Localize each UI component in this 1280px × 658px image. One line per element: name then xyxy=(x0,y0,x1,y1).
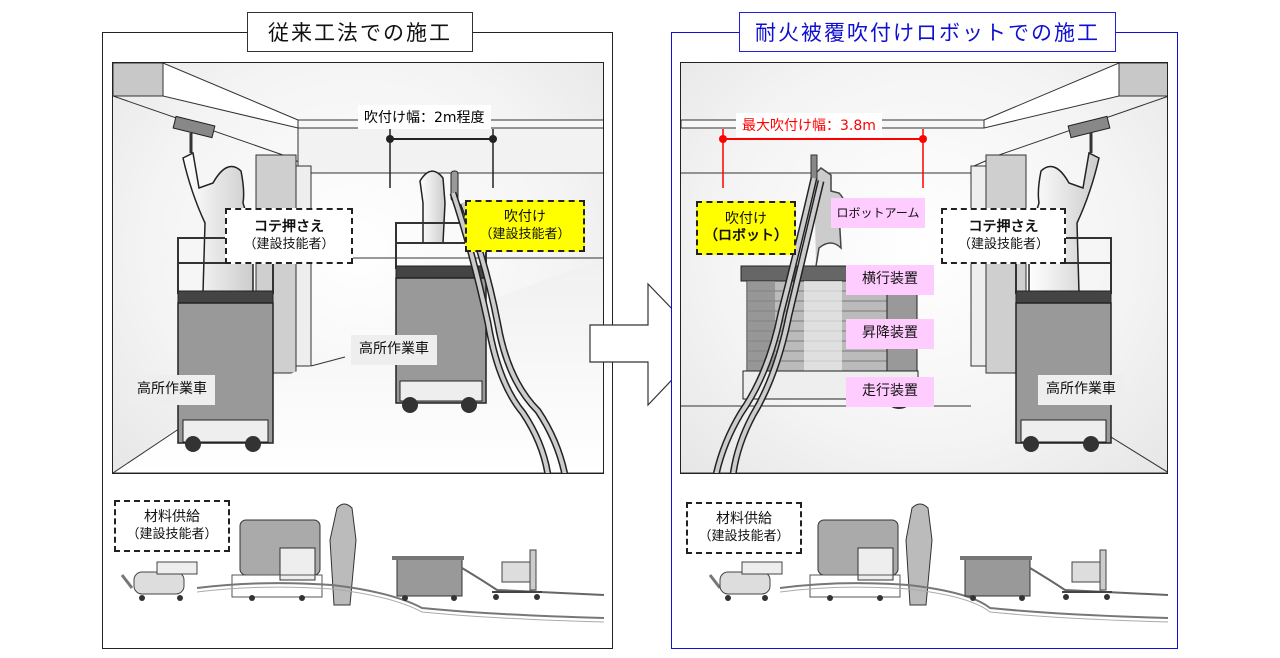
robot-scene: 最大吹付け幅：3.8m 吹付け （ロボット） ロボットアーム 横行装置 昇降装置… xyxy=(680,62,1168,474)
beam-end-left xyxy=(113,63,164,97)
conventional-method-title: 従来工法での施工 xyxy=(247,12,473,52)
pump xyxy=(501,561,535,583)
material-tank xyxy=(396,557,463,597)
trowel-tool xyxy=(172,115,216,139)
material-worker xyxy=(905,503,933,606)
material-supply-label-left: 材料供給 （建設技能者） xyxy=(114,500,230,552)
lift-vehicle-label-1: 高所作業車 xyxy=(129,375,215,405)
spray-width-label: 吹付け幅：2m程度 xyxy=(358,105,491,129)
material-supply-label-right: 材料供給 （建設技能者） xyxy=(686,502,802,554)
material-supply-equipment-right: 材料供給 （建設技能者） xyxy=(680,480,1168,645)
material-worker xyxy=(329,503,357,606)
conventional-scene: 吹付け幅：2m程度 コテ押さえ （建設技能者） 吹付け （建設技能者） 高所作業… xyxy=(112,62,604,474)
trowel-worker-label-right: コテ押さえ （建設技能者） xyxy=(941,208,1066,264)
robot-arm-label: ロボットアーム xyxy=(831,198,925,228)
traverse-device-label: 横行装置 xyxy=(846,265,934,295)
trowel-worker-label: コテ押さえ （建設技能者） xyxy=(225,208,353,264)
travel-device-label: 走行装置 xyxy=(846,377,934,407)
conventional-scene-illustration xyxy=(113,63,603,473)
compressor xyxy=(133,571,185,595)
robot-spray-label: 吹付け （ロボット） xyxy=(696,201,796,255)
material-supply-equipment-left: 材料供給 （建設技能者） xyxy=(112,480,604,645)
robot-method-title: 耐火被覆吹付けロボットでの施工 xyxy=(739,12,1116,52)
lift-vehicle-label-right: 高所作業車 xyxy=(1038,375,1124,405)
max-spray-width-label: 最大吹付け幅：3.8m xyxy=(736,113,882,137)
lift-device-label: 昇降装置 xyxy=(846,319,934,349)
trowel-tool xyxy=(1067,115,1111,139)
lift-vehicle-label-2: 高所作業車 xyxy=(351,335,437,365)
spray-worker-label: 吹付け （建設技能者） xyxy=(465,200,585,252)
worker-spray xyxy=(419,170,446,244)
pump xyxy=(1071,561,1105,583)
material-tank xyxy=(964,557,1031,597)
compressor xyxy=(719,571,771,595)
